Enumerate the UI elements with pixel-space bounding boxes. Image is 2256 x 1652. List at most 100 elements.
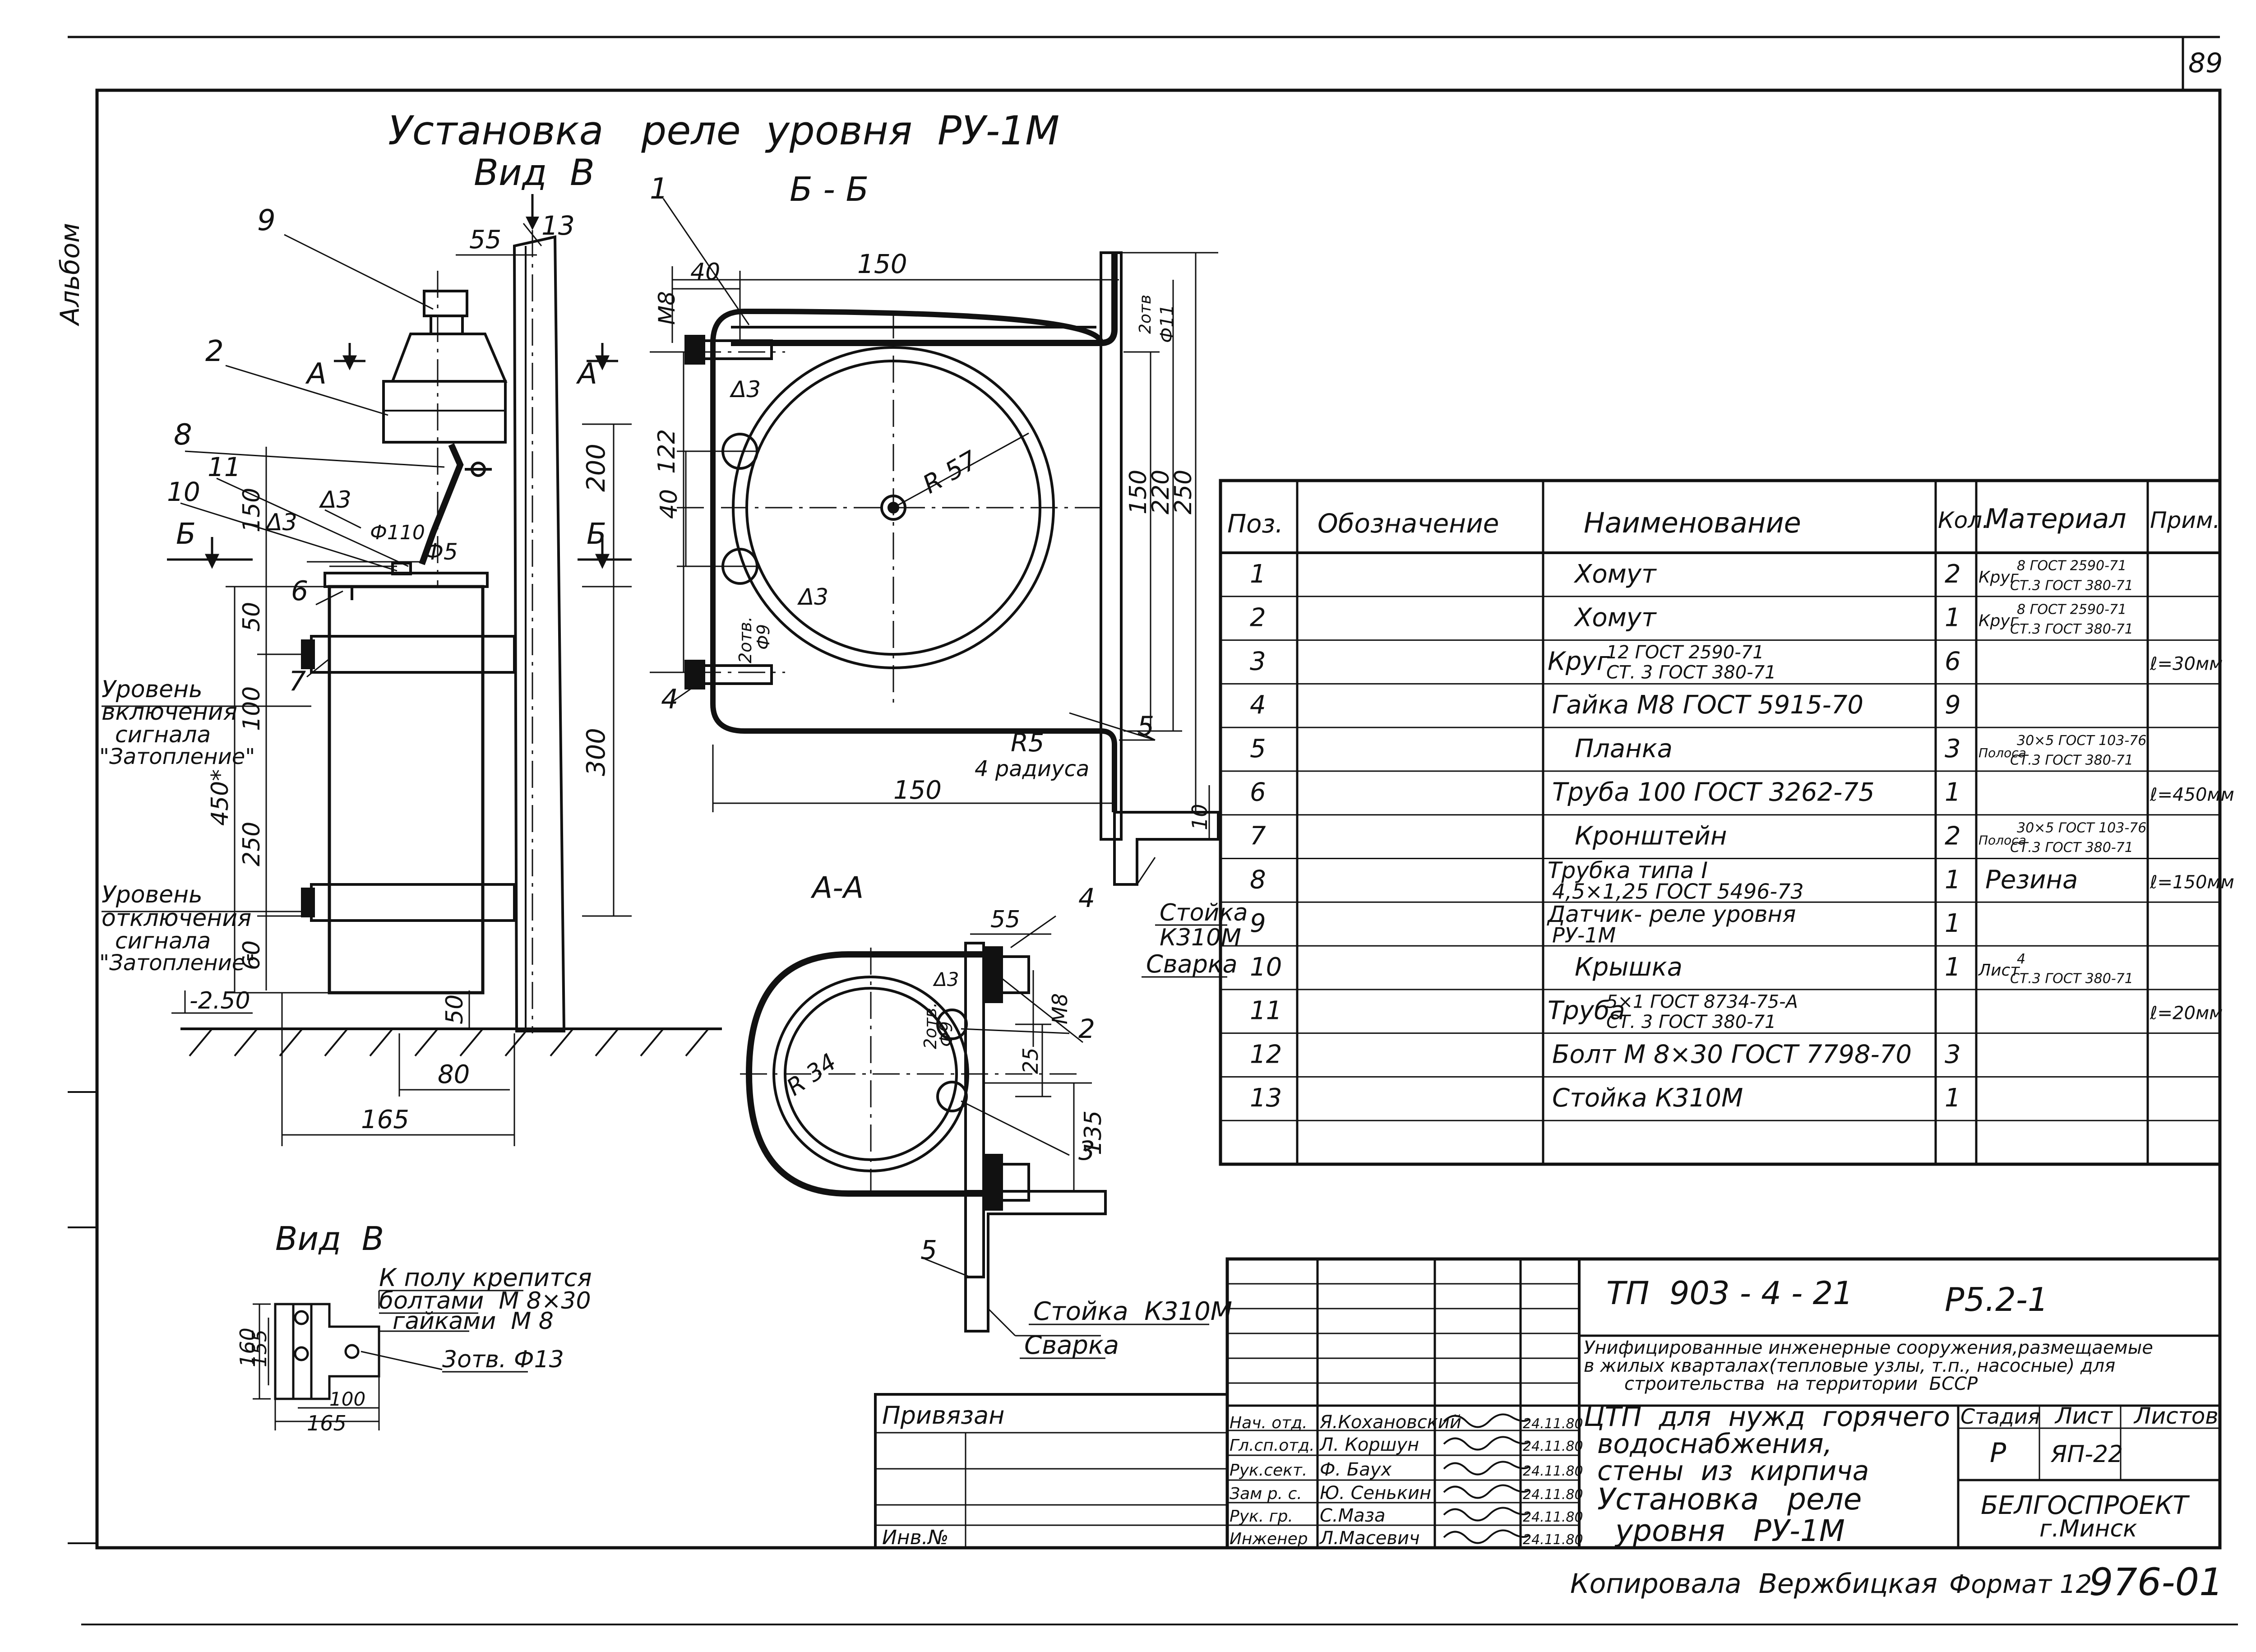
- spec-name-line2: 4,5×1,25 ГОСТ 5496-73: [1552, 879, 1804, 904]
- spec-qty: 3: [1945, 734, 1961, 764]
- weld-delta-aa: Δ3: [933, 968, 959, 990]
- view-b-bottom-label: Вид В: [275, 1220, 384, 1258]
- spec-note: ℓ=450мм: [2150, 785, 2234, 805]
- svg-text:сигнала: сигнала: [115, 722, 211, 748]
- bolt-lower: [684, 660, 705, 689]
- spec-qty: 6: [1945, 647, 1961, 676]
- spec-qty: 1: [1945, 1083, 1961, 1113]
- spec-material-bottom: СТ.3 ГОСТ 380-71: [2010, 971, 2133, 986]
- spec-pos: 6: [1250, 778, 1266, 807]
- dim-m8-aa: М8: [1048, 993, 1072, 1024]
- weld-label-bb: Сварка: [1146, 950, 1238, 978]
- spec-name-frac-bottom: СТ. 3 ГОСТ 380-71: [1606, 1012, 1776, 1032]
- callout-6: 6: [291, 575, 308, 607]
- svg-text:включения: включения: [102, 699, 237, 726]
- dim-40-bb: 40: [690, 259, 720, 286]
- left-elevation-view: [180, 235, 722, 1057]
- spec-table: [1219, 479, 2222, 1166]
- spec-name: Болт М 8×30 ГОСТ 7798-70: [1552, 1040, 1912, 1069]
- dim-phi11-bb: Ф11: [1157, 305, 1178, 343]
- spec-material-top: 8 ГОСТ 2590-71: [2017, 602, 2127, 618]
- dim-25-aa: 25: [1018, 1047, 1043, 1074]
- section-bb-view: [684, 251, 1220, 886]
- dim-m8-bb: М8: [654, 291, 680, 325]
- callout-10: 10: [167, 477, 200, 507]
- svg-text:ЦТП для нужд горячего: ЦТП для нужд горячего: [1584, 1401, 1950, 1433]
- spec-name: Стойка К310М: [1552, 1083, 1743, 1113]
- spec-header-pos: Поз.: [1227, 509, 1283, 539]
- side-label: Альбом: [55, 223, 85, 327]
- view-b-holes: 3отв. Ф13: [442, 1346, 564, 1373]
- inv-label: Инв.№: [882, 1526, 948, 1549]
- callout-11: 11: [208, 452, 241, 482]
- spec-material-bottom: СТ.3 ГОСТ 380-71: [2010, 621, 2133, 637]
- spec-name-line2: РУ-1М: [1552, 923, 1616, 947]
- spec-material-prefix: Лист: [1978, 961, 2020, 980]
- section-bb-label: Б - Б: [790, 170, 869, 209]
- signature-mark: [1443, 1413, 1530, 1428]
- spec-material-bottom: СТ.3 ГОСТ 380-71: [2010, 840, 2133, 856]
- view-b-label: Вид В: [474, 152, 595, 194]
- callout-4-aa: 4: [1078, 883, 1095, 913]
- signer-role: Рук.сект.: [1230, 1461, 1307, 1480]
- spec-name-frac-top: 12 ГОСТ 2590-71: [1606, 642, 1764, 663]
- signer-name: С.Маза: [1320, 1505, 1385, 1526]
- spec-material-top: 30×5 ГОСТ 103-76: [2017, 820, 2146, 836]
- clamp-loop: [710, 308, 1117, 812]
- spec-qty: 1: [1945, 603, 1961, 633]
- dim-r57-bb: R 57: [918, 445, 983, 500]
- svg-text:Стойка: Стойка: [1160, 899, 1248, 926]
- sheet-no-value: ЯП-22: [2050, 1441, 2123, 1468]
- stage-header: Стадия: [1960, 1404, 2040, 1429]
- dim-165-left: 165: [361, 1105, 409, 1134]
- spec-material-top: 8 ГОСТ 2590-71: [2017, 558, 2127, 574]
- bound-label: Привязан: [882, 1401, 1004, 1430]
- section-a-label-left: А: [305, 357, 327, 391]
- dims-left: [171, 254, 632, 1146]
- callout-1-bb: 1: [650, 172, 668, 206]
- spec-qty: 1: [1945, 865, 1961, 894]
- spec-pos: 10: [1250, 953, 1282, 982]
- callout-7: 7: [289, 666, 306, 697]
- svg-text:сигнала: сигнала: [115, 928, 211, 954]
- post-13: [513, 235, 566, 1032]
- object-name: ЦТП для нужд горячего водоснабжения, сте…: [1584, 1401, 1950, 1487]
- weld-delta-bb-a: Δ3: [729, 376, 761, 403]
- signature-mark: [1443, 1484, 1530, 1499]
- svg-text:Уровень: Уровень: [102, 676, 203, 703]
- svg-text:водоснабжения,: водоснабжения,: [1597, 1428, 1832, 1460]
- spec-pos: 8: [1250, 865, 1266, 894]
- dim-r34-aa: R 34: [782, 1048, 841, 1101]
- spec-pos: 1: [1250, 560, 1266, 589]
- relay-base-2: [382, 380, 507, 444]
- section-b-label-left: Б: [176, 518, 196, 551]
- spec-header-note: Прим.: [2150, 507, 2220, 533]
- callout-3-aa: 3: [1078, 1135, 1095, 1166]
- callout-13: 13: [541, 210, 575, 241]
- dim-4radius-bb: 4 радиуса: [975, 756, 1089, 782]
- spec-name: Планка: [1575, 734, 1673, 764]
- spec-header-qty: Кол.: [1938, 507, 1989, 533]
- weld-label-aa: Сварка: [1024, 1331, 1119, 1360]
- section-a-label-right: А: [576, 357, 597, 391]
- dim-122-bb: 122: [653, 429, 680, 474]
- view-b-detail: [253, 1290, 523, 1430]
- spec-note: ℓ=20мм: [2150, 1003, 2223, 1024]
- spec-qty: 2: [1945, 822, 1961, 851]
- dim-55-left: 55: [469, 225, 501, 255]
- dim-300-left: 300: [582, 728, 611, 776]
- sheet-header: Лист: [2054, 1403, 2113, 1429]
- post-label-aa: Стойка К310М: [1033, 1297, 1232, 1326]
- signer-name: Л. Коршун: [1319, 1435, 1419, 1455]
- dim-2holes-b-bb: 2отв: [1136, 295, 1155, 334]
- signer-date: 24.11.80: [1523, 1487, 1583, 1503]
